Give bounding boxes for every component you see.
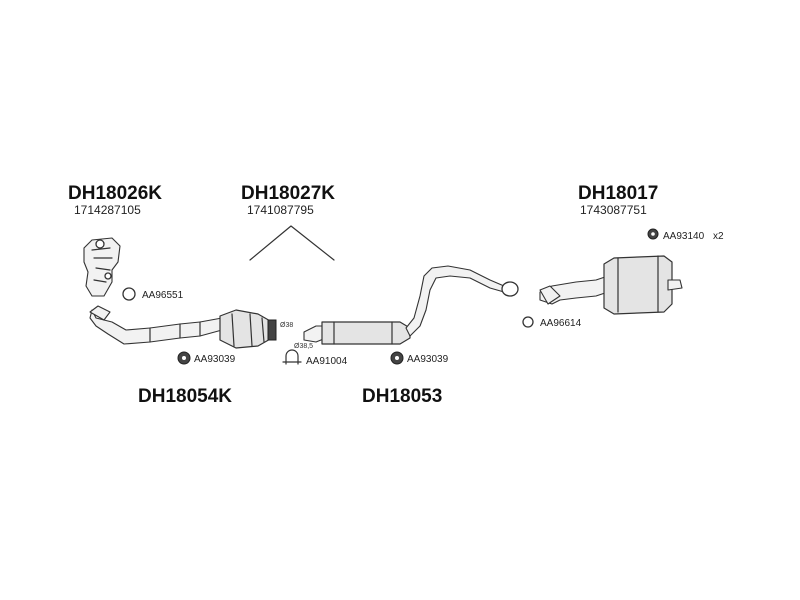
accessory-qty-hanger-rear: x2 (713, 231, 724, 242)
gasket-ring-icon (122, 287, 136, 301)
accessory-code-hanger-rear: AA93140 (663, 231, 705, 242)
part-code-rear-silencer[interactable]: DH18017 (578, 183, 658, 204)
part-group-rear-silencer: DH18017 1743087751 (578, 183, 658, 217)
accessory-code-gasket-rear: AA96614 (540, 318, 582, 329)
middle-section-drawing (303, 265, 519, 345)
gasket-ring-icon-rear (522, 316, 534, 328)
catalyst-pointer-lines (249, 225, 335, 261)
oem-number-rear-silencer: 1743087751 (580, 203, 647, 217)
middle-outlet-flange (501, 281, 519, 297)
part-code-middle-section[interactable]: DH18053 (362, 386, 442, 407)
accessory-clamp-front[interactable]: AA93039 (177, 351, 236, 365)
part-group-catalyst: DH18027K 1741087795 (241, 183, 335, 261)
dimension-marks: Ø38 Ø38,5 (280, 322, 313, 350)
accessory-code-clamp-middle: AA93039 (407, 354, 449, 365)
accessory-code-clamp-front: AA93039 (194, 354, 236, 365)
accessory-clamp-joint[interactable]: AA91004 (282, 349, 348, 367)
dimension-label-a: Ø38 (280, 322, 293, 329)
catalyst-drawing (219, 309, 277, 349)
oem-number-catalyst: 1741087795 (247, 203, 314, 217)
accessory-code-gasket-front: AA96551 (142, 290, 184, 301)
part-code-catalyst[interactable]: DH18027K (241, 183, 335, 204)
accessory-clamp-middle[interactable]: AA93039 (390, 351, 449, 365)
accessory-hanger-rear[interactable]: AA93140 x2 (647, 228, 724, 242)
dimension-label-b: Ø38,5 (294, 343, 313, 350)
accessory-gasket-front[interactable]: AA96551 (122, 287, 184, 301)
rear-silencer-drawing (539, 255, 683, 315)
clamp-u-bolt-icon (282, 349, 302, 365)
part-group-front-pipe: DH18026K 1714287105 (68, 183, 162, 217)
part-code-front-pipe[interactable]: DH18026K (68, 183, 162, 204)
accessory-gasket-rear[interactable]: AA96614 (522, 316, 582, 329)
part-code-front-section[interactable]: DH18054K (138, 386, 232, 407)
oem-number-front-pipe: 1714287105 (74, 203, 141, 217)
accessory-code-clamp-joint: AA91004 (306, 356, 348, 367)
